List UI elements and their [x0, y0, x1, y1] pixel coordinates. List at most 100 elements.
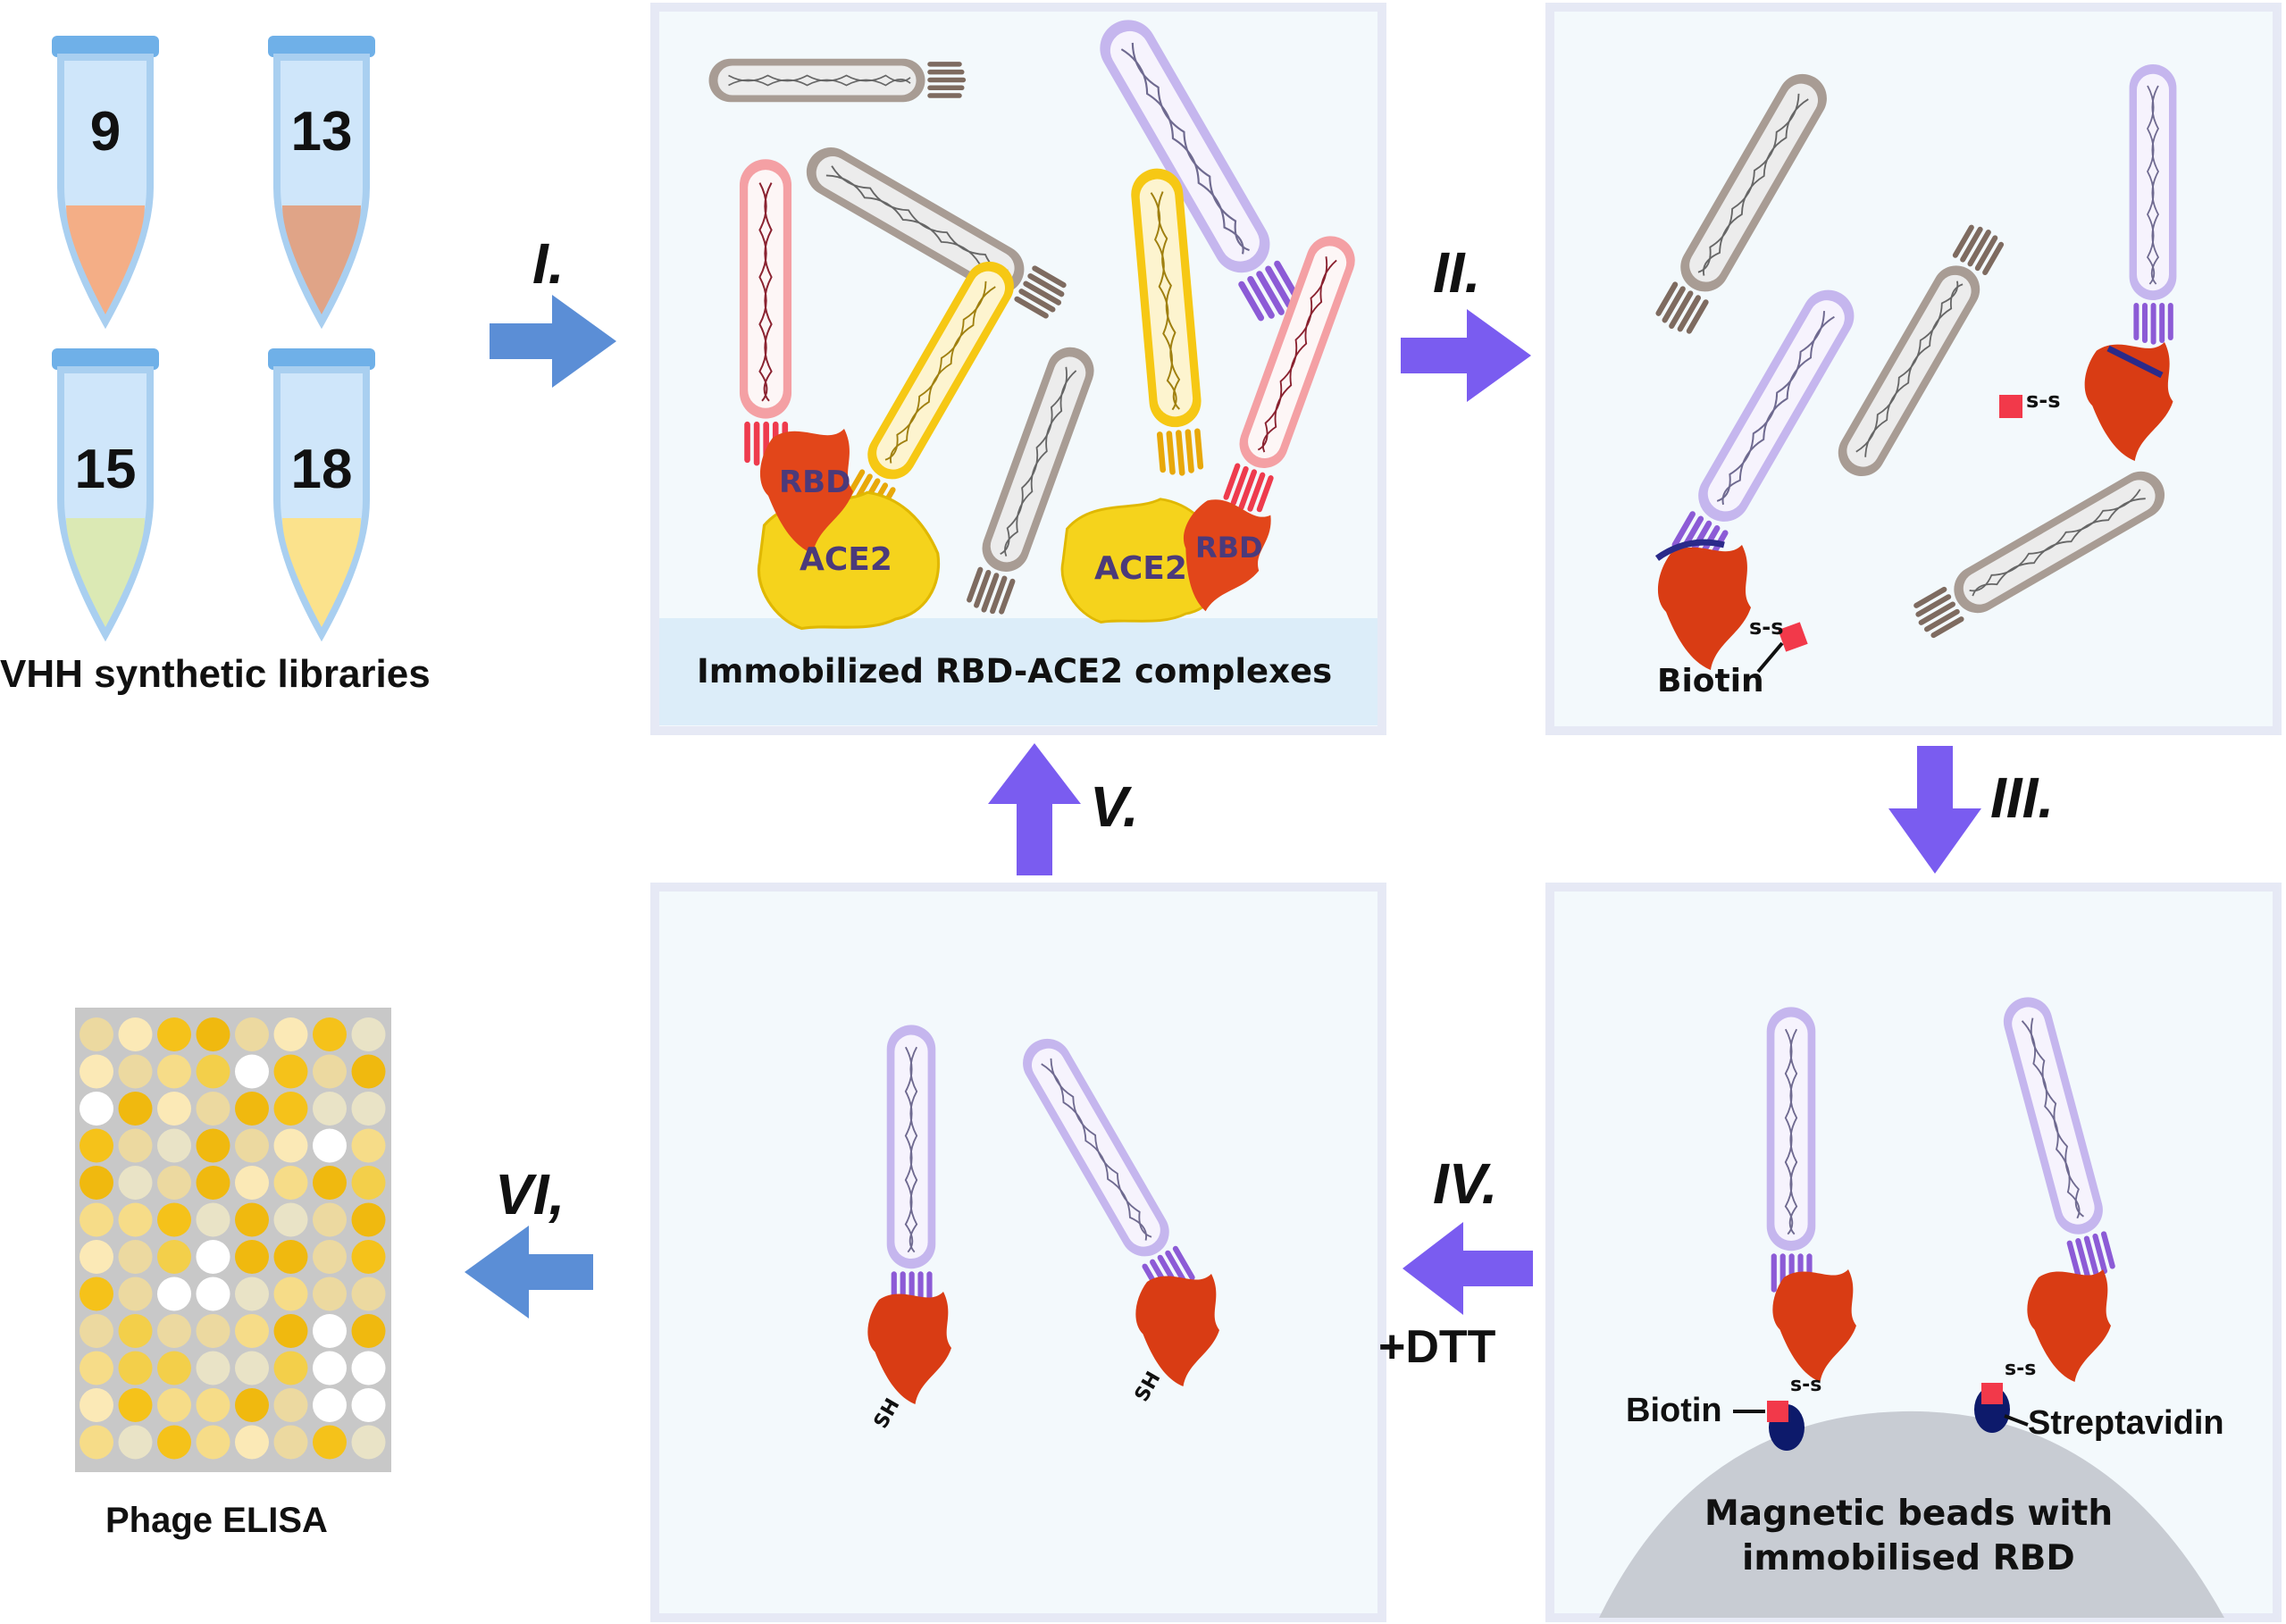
elisa-well: [313, 1054, 347, 1089]
panel-4: [650, 883, 1386, 1622]
elisa-well: [273, 1092, 308, 1126]
libraries-label: VHH synthetic libraries: [0, 652, 431, 696]
elisa-well: [118, 1351, 153, 1385]
streptavidin-label-p3: Streptavidin: [2028, 1404, 2224, 1442]
ss-label-p3b: s-s: [2005, 1358, 2037, 1380]
step-label-1: I.: [532, 231, 565, 296]
elisa-well: [80, 1017, 113, 1051]
elisa-well: [118, 1166, 153, 1200]
arrow-step-3: [1888, 746, 1981, 874]
elisa-well: [80, 1314, 113, 1348]
elisa-well: [80, 1425, 113, 1460]
elisa-well: [313, 1128, 347, 1163]
elisa-well: [273, 1202, 308, 1237]
elisa-well: [235, 1128, 269, 1163]
ss-label-p2b: s-s: [1749, 615, 1784, 640]
elisa-well: [235, 1240, 269, 1274]
elisa-well: [157, 1388, 191, 1422]
elisa-well: [273, 1054, 308, 1089]
elisa-well: [118, 1202, 153, 1237]
elisa-well: [118, 1128, 153, 1163]
tube-label-9: 9: [89, 101, 121, 163]
elisa-well: [235, 1388, 269, 1422]
dtt-label: +DTT: [1378, 1321, 1496, 1373]
elisa-well: [273, 1388, 308, 1422]
rbd-label-left: RBD: [779, 465, 851, 500]
elisa-well: [196, 1092, 230, 1126]
elisa-well: [157, 1092, 191, 1126]
elisa-well: [313, 1277, 347, 1311]
elisa-well: [313, 1017, 347, 1051]
elisa-well: [235, 1351, 269, 1385]
elisa-well: [157, 1166, 191, 1200]
arrow-step-6: [465, 1226, 593, 1318]
elisa-well: [235, 1054, 269, 1089]
step-label-2: II.: [1433, 240, 1481, 305]
elisa-well: [351, 1202, 386, 1237]
elisa-well: [235, 1166, 269, 1200]
elisa-well: [196, 1054, 230, 1089]
elisa-well: [273, 1314, 308, 1348]
beads-label-line2: immobilised RBD: [1742, 1538, 2075, 1578]
elisa-well: [80, 1202, 113, 1237]
arrow-step-5: [988, 743, 1081, 875]
elisa-well: [118, 1054, 153, 1089]
panel1-caption: Immobilized RBD-ACE2 complexes: [697, 652, 1333, 691]
elisa-well: [118, 1388, 153, 1422]
elisa-well: [235, 1202, 269, 1237]
elisa-well: [351, 1128, 386, 1163]
elisa-well: [196, 1128, 230, 1163]
biotin-p2b: [1778, 622, 1808, 652]
step-label-5: V.: [1090, 774, 1139, 839]
elisa-well: [196, 1425, 230, 1460]
elisa-well: [196, 1166, 230, 1200]
elisa-well: [351, 1277, 386, 1311]
elisa-well: [351, 1017, 386, 1051]
elisa-well: [273, 1128, 308, 1163]
elisa-well: [80, 1166, 113, 1200]
elisa-well: [351, 1092, 386, 1126]
elisa-well: [196, 1202, 230, 1237]
ace2-label-right: ACE2: [1094, 550, 1187, 587]
elisa-well: [351, 1425, 386, 1460]
elisa-well: [273, 1017, 308, 1051]
elisa-well: [118, 1092, 153, 1126]
elisa-label: Phage ELISA: [105, 1501, 328, 1540]
tube-13: [268, 36, 375, 322]
elisa-well: [313, 1388, 347, 1422]
elisa-well: [273, 1351, 308, 1385]
tube-label-15: 15: [74, 439, 137, 500]
elisa-well: [157, 1425, 191, 1460]
biotin-pointer-p2: [1756, 641, 1784, 674]
elisa-well: [351, 1240, 386, 1274]
elisa-well: [157, 1351, 191, 1385]
biotin-p3a: [1767, 1401, 1788, 1422]
elisa-well: [157, 1240, 191, 1274]
elisa-well: [351, 1388, 386, 1422]
elisa-well: [118, 1240, 153, 1274]
arrow-step-4: [1403, 1222, 1533, 1315]
magnetic-bead: [1599, 1411, 2224, 1618]
elisa-well: [118, 1017, 153, 1051]
arrow-step-1: [490, 295, 616, 388]
elisa-well: [196, 1240, 230, 1274]
ss-label-p3a: s-s: [1790, 1374, 1822, 1396]
elisa-well: [351, 1314, 386, 1348]
step-label-3: III.: [1990, 766, 2055, 830]
elisa-well: [351, 1351, 386, 1385]
biotin-label-p3: Biotin: [1626, 1392, 1722, 1429]
elisa-well: [351, 1054, 386, 1089]
elisa-well: [196, 1314, 230, 1348]
elisa-well: [273, 1240, 308, 1274]
tube-9: [52, 36, 159, 322]
nanobody-bond-p2a: [2106, 345, 2164, 379]
streptavidin-pointer-p3: [2004, 1414, 2029, 1427]
elisa-well: [273, 1277, 308, 1311]
elisa-well: [157, 1314, 191, 1348]
elisa-well: [196, 1351, 230, 1385]
elisa-well: [157, 1202, 191, 1237]
elisa-well: [118, 1277, 153, 1311]
elisa-well: [80, 1351, 113, 1385]
elisa-well: [273, 1425, 308, 1460]
elisa-well: [196, 1017, 230, 1051]
